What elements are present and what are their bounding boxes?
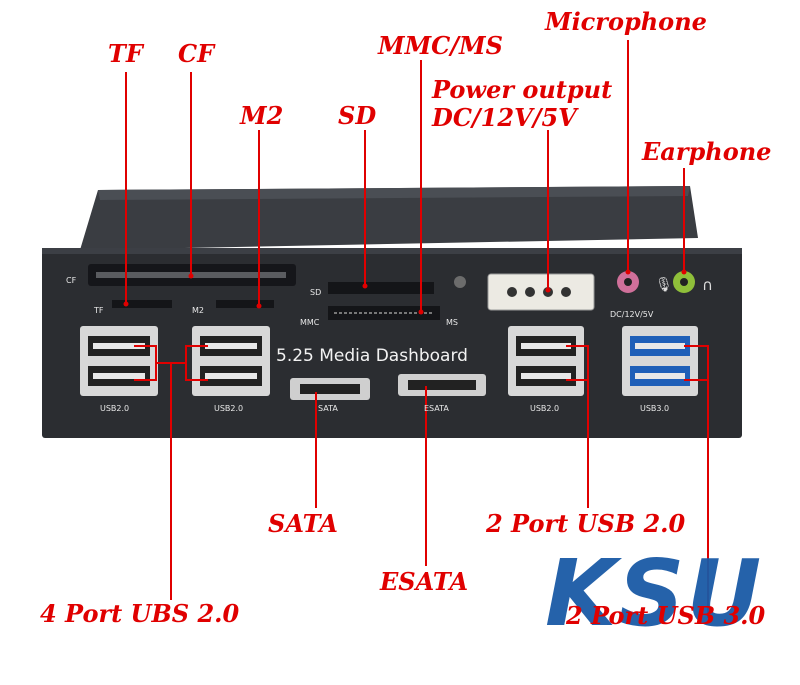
callout-mmc-ms: MMC/MS <box>378 31 503 60</box>
panel-title: 5.25 Media Dashboard <box>276 346 468 366</box>
tf-slot <box>112 300 172 308</box>
panel-label-esata: ESATA <box>424 404 449 413</box>
callout-power-line2: DC/12V/5V <box>432 103 577 132</box>
panel-label-tf: TF <box>94 306 104 315</box>
usb2-ports-c <box>508 326 584 396</box>
panel-label-usb3: USB3.0 <box>640 404 670 413</box>
callout-power-line1: Power output <box>432 75 613 104</box>
svg-text:🎙: 🎙 <box>655 276 673 293</box>
panel-label-mmc: MMC <box>300 318 320 327</box>
svg-text:∩: ∩ <box>702 276 713 294</box>
callout-esata: ESATA <box>380 567 469 596</box>
panel-label-usb2-b: USB2.0 <box>214 404 244 413</box>
panel-label-dc: DC/12V/5V <box>610 310 654 319</box>
led-indicator <box>454 276 466 288</box>
callout-cf: CF <box>178 39 215 68</box>
usb3-ports <box>622 326 698 396</box>
panel-label-sd: SD <box>310 288 322 297</box>
callout-usb2-left: 4 Port UBS 2.0 <box>40 599 240 628</box>
panel-label-sata: SATA <box>318 404 338 413</box>
panel-label-m2: M2 <box>192 306 204 315</box>
panel-label-ms: MS <box>446 318 458 327</box>
callout-usb2-right: 2 Port USB 2.0 <box>486 509 686 538</box>
callout-sata: SATA <box>268 509 338 538</box>
callout-usb3: 2 Port USB 3.0 <box>566 601 766 630</box>
ksu-logo: KSU <box>545 540 764 647</box>
callout-m2: M2 <box>240 101 284 130</box>
panel-label-usb2-c: USB2.0 <box>530 404 560 413</box>
callout-earphone: Earphone <box>642 137 772 166</box>
usb2-ports-b <box>192 326 270 396</box>
callout-tf: TF <box>108 39 143 68</box>
m2-slot <box>216 300 274 308</box>
callout-microphone: Microphone <box>545 7 707 36</box>
drive-housing-top <box>80 186 698 250</box>
callout-lines <box>125 40 709 618</box>
callout-sd: SD <box>338 101 377 130</box>
sd-slot <box>328 282 434 294</box>
power-connector <box>487 273 595 311</box>
panel-label-cf: CF <box>66 276 77 285</box>
panel-label-usb2-a: USB2.0 <box>100 404 130 413</box>
usb2-ports-a <box>80 326 158 396</box>
